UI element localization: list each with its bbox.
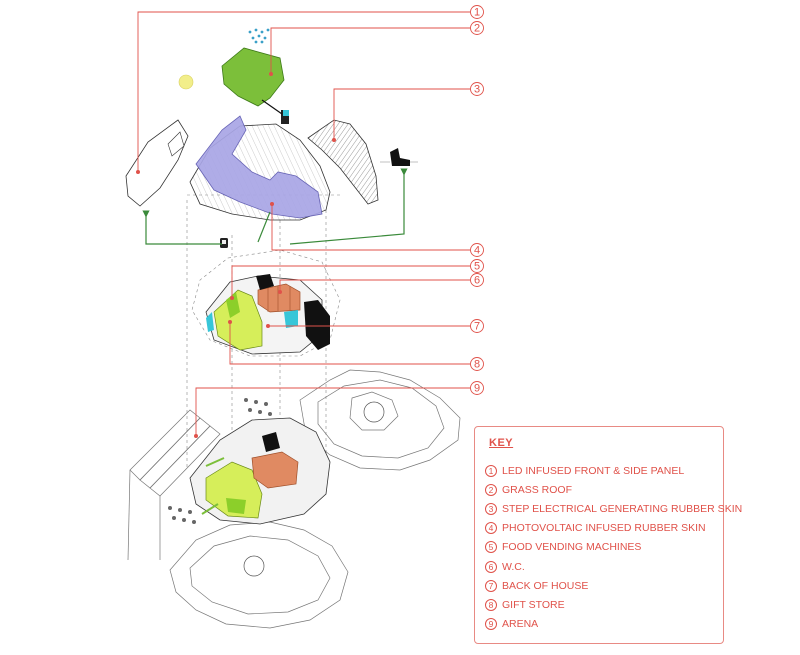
battery-icon (281, 110, 289, 124)
energy-flow-arrows (142, 99, 408, 245)
key-number: 7 (485, 579, 497, 592)
svg-text:8: 8 (474, 359, 480, 371)
photovoltaic-skin (195, 115, 323, 219)
grass-roof (221, 47, 285, 107)
key-item-arena: 9 ARENA (485, 615, 742, 634)
svg-text:2: 2 (474, 23, 480, 35)
svg-text:1: 1 (474, 7, 480, 19)
wc-rooms (257, 283, 301, 313)
rain-icon (248, 28, 270, 44)
seating-dots (168, 398, 272, 524)
key-item-grass-roof: 2 GRASS ROOF (485, 480, 742, 499)
key-number: 8 (485, 598, 497, 611)
callout-4: 4 (470, 243, 484, 257)
arena-plan-lower (169, 521, 349, 629)
key-label: FOOD VENDING MACHINES (502, 541, 642, 554)
key-item-led-panel: 1 LED INFUSED FRONT & SIDE PANEL (485, 461, 742, 480)
key-list: 1 LED INFUSED FRONT & SIDE PANEL 2 GRASS… (485, 461, 742, 634)
callout-7: 7 (470, 319, 484, 333)
gift-store-zone (213, 289, 263, 351)
callout-8: 8 (470, 357, 484, 371)
black-shell-segment (304, 300, 330, 350)
svg-text:7: 7 (474, 321, 480, 333)
callout-leaders (137, 11, 471, 436)
key-item-food-vending: 5 FOOD VENDING MACHINES (485, 538, 742, 557)
key-item-gift-store: 8 GIFT STORE (485, 595, 742, 614)
callout-6: 6 (470, 273, 484, 287)
svg-text:4: 4 (474, 245, 480, 257)
key-label: GIFT STORE (502, 598, 565, 611)
sun-icon (178, 74, 194, 90)
key-label: ARENA (502, 618, 539, 631)
key-label: STEP ELECTRICAL GENERATING RUBBER SKIN (502, 502, 743, 515)
bleacher-stairs (127, 409, 221, 561)
callout-dots (136, 72, 336, 438)
key-number: 2 (485, 483, 497, 496)
key-item-photovoltaic-skin: 4 PHOTOVOLTAIC INFUSED RUBBER SKIN (485, 519, 742, 538)
key-title: KEY (489, 437, 514, 449)
callout-9: 9 (470, 381, 484, 395)
entry-arrows (201, 457, 225, 515)
callout-1: 1 (470, 5, 484, 19)
key-label: W.C. (502, 560, 525, 573)
key-item-back-of-house: 7 BACK OF HOUSE (485, 576, 742, 595)
key-label: GRASS ROOF (502, 483, 573, 496)
callout-2: 2 (470, 21, 484, 35)
callout-3: 3 (470, 82, 484, 96)
key-label: PHOTOVOLTAIC INFUSED RUBBER SKIN (502, 522, 706, 535)
key-number: 5 (485, 541, 497, 554)
footstep-icon (380, 148, 418, 166)
key-item-step-rubber-skin: 3 STEP ELECTRICAL GENERATING RUBBER SKIN (485, 499, 742, 518)
phone-charging-icon (220, 238, 228, 248)
key-number: 3 (485, 502, 497, 515)
svg-text:9: 9 (474, 383, 480, 395)
svg-text:5: 5 (474, 261, 480, 273)
step-rubber-skin (307, 119, 379, 205)
key-number: 4 (485, 522, 497, 535)
key-legend: KEY 1 LED INFUSED FRONT & SIDE PANEL 2 G… (474, 426, 742, 644)
key-label: LED INFUSED FRONT & SIDE PANEL (502, 464, 685, 477)
callout-5: 5 (470, 259, 484, 273)
key-number: 1 (485, 464, 497, 477)
key-number: 9 (485, 618, 497, 631)
key-item-wc: 6 W.C. (485, 557, 742, 576)
arena-plan-upper (299, 369, 461, 471)
key-number: 6 (485, 560, 497, 573)
svg-text:6: 6 (474, 275, 480, 287)
key-label: BACK OF HOUSE (502, 579, 589, 592)
svg-text:3: 3 (474, 84, 480, 96)
